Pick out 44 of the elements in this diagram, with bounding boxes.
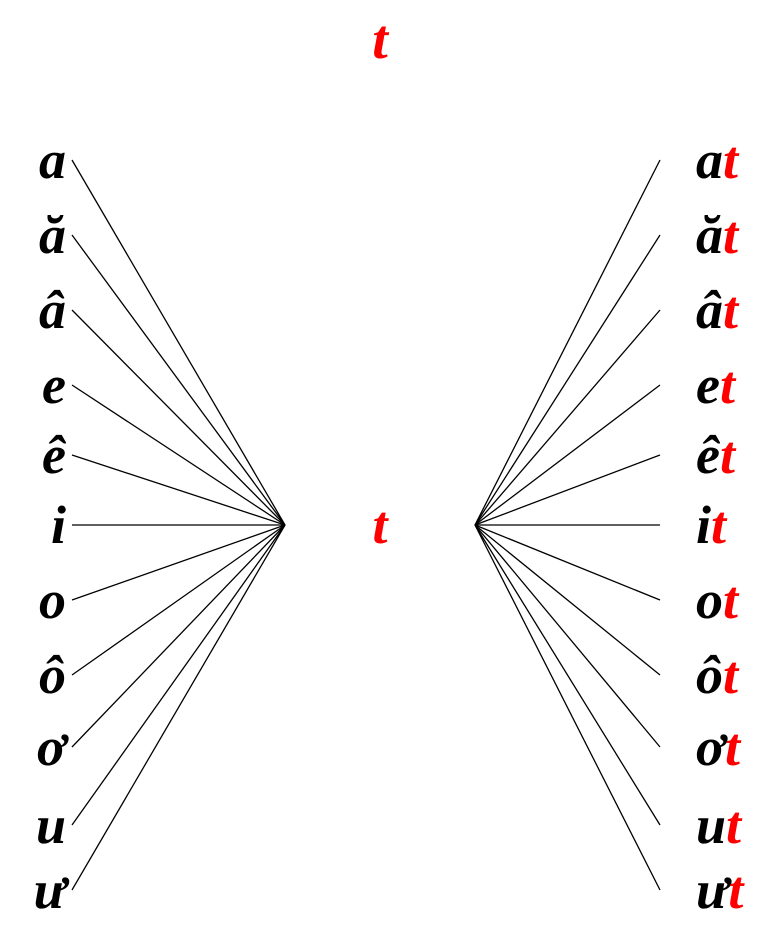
connector-line — [474, 524, 660, 676]
connector-line — [72, 524, 286, 676]
connector-line — [72, 310, 286, 526]
connector-line — [71, 160, 286, 526]
connector-line — [72, 524, 285, 526]
vowel: u — [36, 795, 66, 855]
connector-line — [474, 454, 660, 526]
connector-line — [72, 384, 286, 526]
final-consonant: t — [372, 495, 388, 555]
syllable: ut — [696, 795, 742, 855]
connector-line — [71, 234, 286, 526]
connector-line — [71, 524, 286, 826]
connector-line — [474, 524, 661, 890]
connector-line — [474, 524, 661, 826]
connector-line — [71, 524, 286, 890]
connector-line — [72, 454, 286, 526]
vowel: ô — [39, 645, 66, 705]
syllable: it — [696, 495, 726, 555]
connector-line — [72, 524, 286, 601]
vowel: e — [42, 355, 66, 415]
vowel: i — [50, 495, 66, 555]
vowel: â — [39, 280, 66, 340]
vowel: ê — [42, 425, 66, 485]
connector-line — [474, 524, 660, 601]
vowel: a — [39, 130, 66, 190]
syllable: êt — [696, 425, 735, 485]
syllable: et — [696, 355, 735, 415]
connector-line — [474, 524, 660, 748]
vowel: ă — [39, 205, 66, 265]
syllable: ât — [696, 280, 738, 340]
syllable: ot — [696, 570, 738, 630]
connector-line — [475, 524, 660, 526]
connector-line — [474, 234, 661, 526]
syllable: ôt — [696, 645, 738, 705]
title: t — [371, 8, 390, 72]
syllable: ơt — [696, 717, 740, 777]
syllable: at — [696, 130, 738, 190]
connector-line — [474, 160, 661, 526]
vowel: o — [39, 570, 66, 630]
syllable: ưt — [696, 860, 744, 920]
syllable: ăt — [696, 205, 738, 265]
connector-line — [474, 310, 660, 526]
connector-line — [72, 524, 286, 748]
connector-line — [474, 384, 660, 526]
